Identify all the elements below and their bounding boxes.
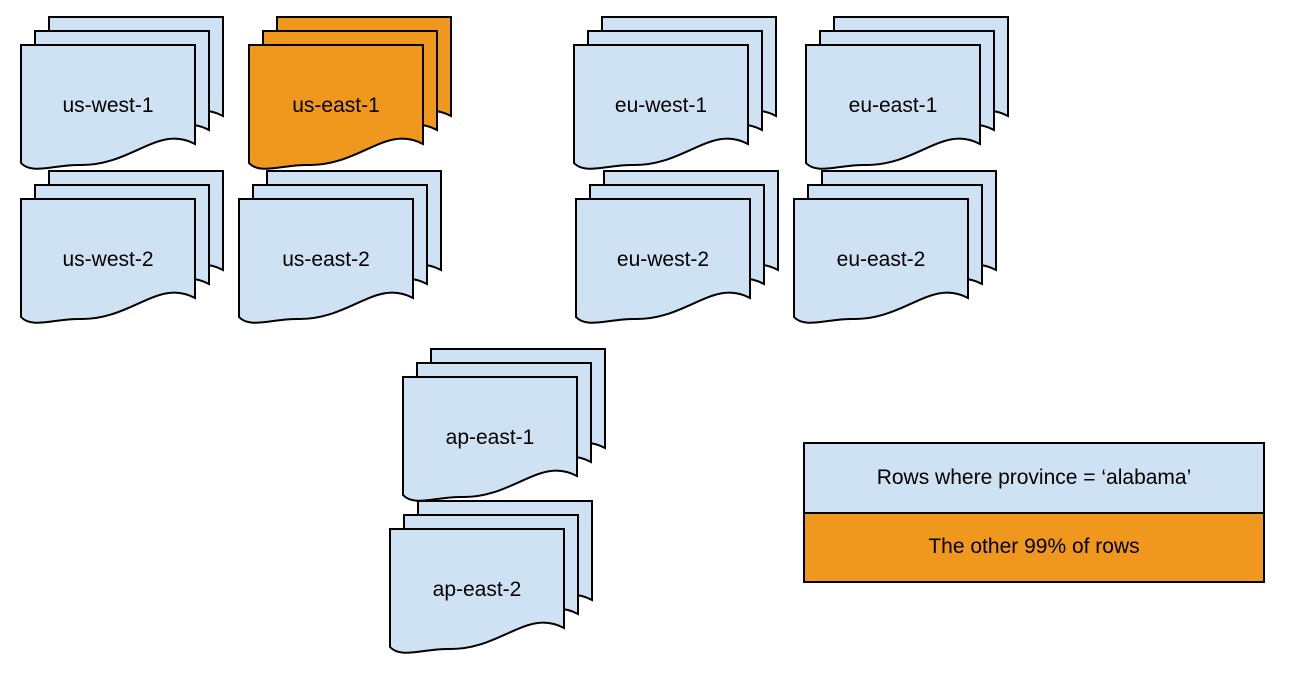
region-stack-eu-east-2: eu-east-2 bbox=[793, 170, 998, 334]
region-stack-ap-east-1: ap-east-1 bbox=[402, 348, 607, 512]
region-stack-eu-west-1: eu-west-1 bbox=[573, 16, 778, 180]
region-label: ap-east-1 bbox=[446, 426, 535, 449]
legend-item-alabama-rows: Rows where province = ‘alabama’ bbox=[805, 444, 1263, 512]
region-label: eu-west-1 bbox=[615, 94, 707, 117]
region-stack-us-west-1: us-west-1 bbox=[20, 16, 225, 180]
region-stack-ap-east-2: ap-east-2 bbox=[389, 500, 594, 664]
region-stack-us-east-1: us-east-1 bbox=[248, 16, 453, 180]
region-stack-us-east-2: us-east-2 bbox=[238, 170, 443, 334]
region-label: eu-west-2 bbox=[617, 248, 709, 271]
region-stack-eu-east-1: eu-east-1 bbox=[805, 16, 1010, 180]
region-label: eu-east-1 bbox=[849, 94, 938, 117]
region-stack-eu-west-2: eu-west-2 bbox=[575, 170, 780, 334]
region-label: us-east-1 bbox=[292, 94, 380, 117]
legend-item-alabama-label: Rows where province = ‘alabama’ bbox=[876, 465, 1192, 489]
region-label: us-east-2 bbox=[282, 248, 370, 271]
region-label: us-west-2 bbox=[62, 248, 153, 271]
region-label: eu-east-2 bbox=[837, 248, 926, 271]
legend: Rows where province = ‘alabama’ The othe… bbox=[803, 442, 1265, 583]
region-label: us-west-1 bbox=[62, 94, 153, 117]
legend-item-other-rows: The other 99% of rows bbox=[805, 511, 1263, 581]
region-stack-us-west-2: us-west-2 bbox=[20, 170, 225, 334]
legend-item-other-label: The other 99% of rows bbox=[928, 535, 1140, 559]
region-label: ap-east-2 bbox=[433, 578, 522, 601]
